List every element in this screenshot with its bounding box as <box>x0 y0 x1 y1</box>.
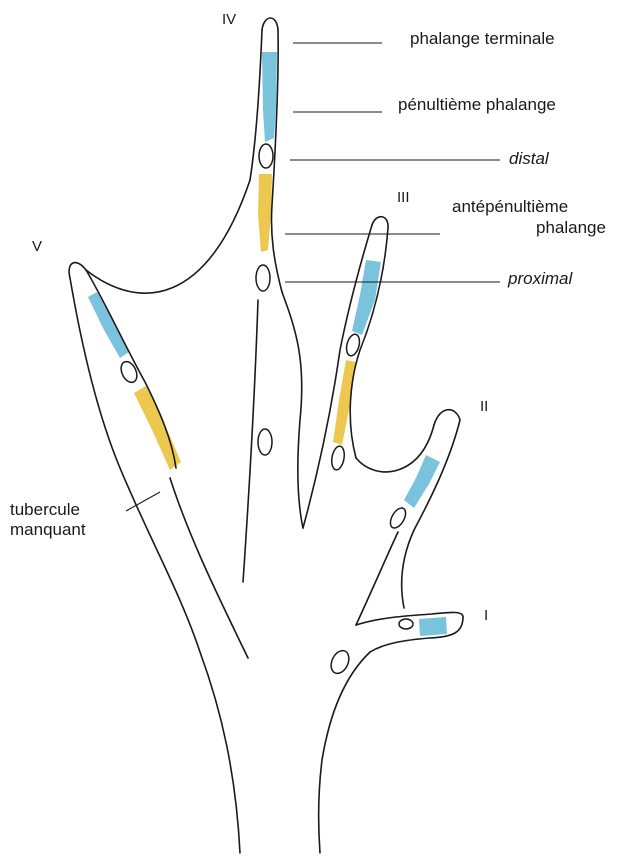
label-proximal: proximal <box>507 269 573 288</box>
outline-digit-iii-left <box>303 225 372 528</box>
annotation-labels: phalange terminale pénultième phalange d… <box>10 29 606 539</box>
label-antepenultieme-line1: antépénultième <box>452 197 568 216</box>
label-phalange-terminale: phalange terminale <box>410 29 555 48</box>
outline-left-contour <box>70 278 240 853</box>
label-penultieme-phalange: pénultième phalange <box>398 95 556 114</box>
outline-digit-iv-tip <box>262 18 278 30</box>
label-antepenultieme-line2: phalange <box>536 218 606 237</box>
outline-metacarpal-ii <box>356 532 398 625</box>
label-tubercule-line2: manquant <box>10 520 86 539</box>
joint-ii-distal <box>387 505 408 530</box>
outline-digit-iv-shaft <box>243 300 258 582</box>
digit-label-v: V <box>32 238 42 255</box>
outline-digit-ii-right <box>402 420 460 608</box>
joint-v-distal <box>118 359 140 385</box>
joint-carpal <box>328 648 353 677</box>
digit-iv-antepenultimate-phalange-fill <box>258 174 272 252</box>
digit-v-penultimate-phalange-fill <box>88 292 129 358</box>
joint-iv-distal <box>259 144 273 168</box>
digit-label-ii: II <box>480 398 488 415</box>
joint-iv-proximal <box>256 265 270 291</box>
outline-web-v-iv <box>86 180 250 293</box>
outline-right-contour <box>319 652 370 853</box>
label-distal: distal <box>509 149 550 168</box>
outline-web-iv-iii <box>282 292 303 528</box>
phalange-colour-fills <box>88 52 447 636</box>
label-tubercule-line1: tubercule <box>10 500 80 519</box>
outline-digit-i-lower <box>370 617 463 652</box>
joint-iii-metacarpal <box>330 445 346 471</box>
digit-ii-penultimate-phalange-fill <box>404 455 440 508</box>
digit-i-phalange-fill <box>419 617 447 636</box>
digit-label-iv: IV <box>222 11 236 28</box>
digit-label-iii: III <box>397 189 410 206</box>
joint-iv-metacarpal <box>258 429 272 455</box>
outline-digit-iii-tip <box>372 217 388 228</box>
outline-carpal-line <box>170 478 248 658</box>
joint-i-distal <box>399 619 413 629</box>
outline-digit-v-tip <box>69 263 86 278</box>
outline-digit-ii-tip <box>434 410 460 425</box>
digit-iv-penultimate-phalange-fill <box>262 52 277 142</box>
digit-label-i: I <box>484 607 488 624</box>
